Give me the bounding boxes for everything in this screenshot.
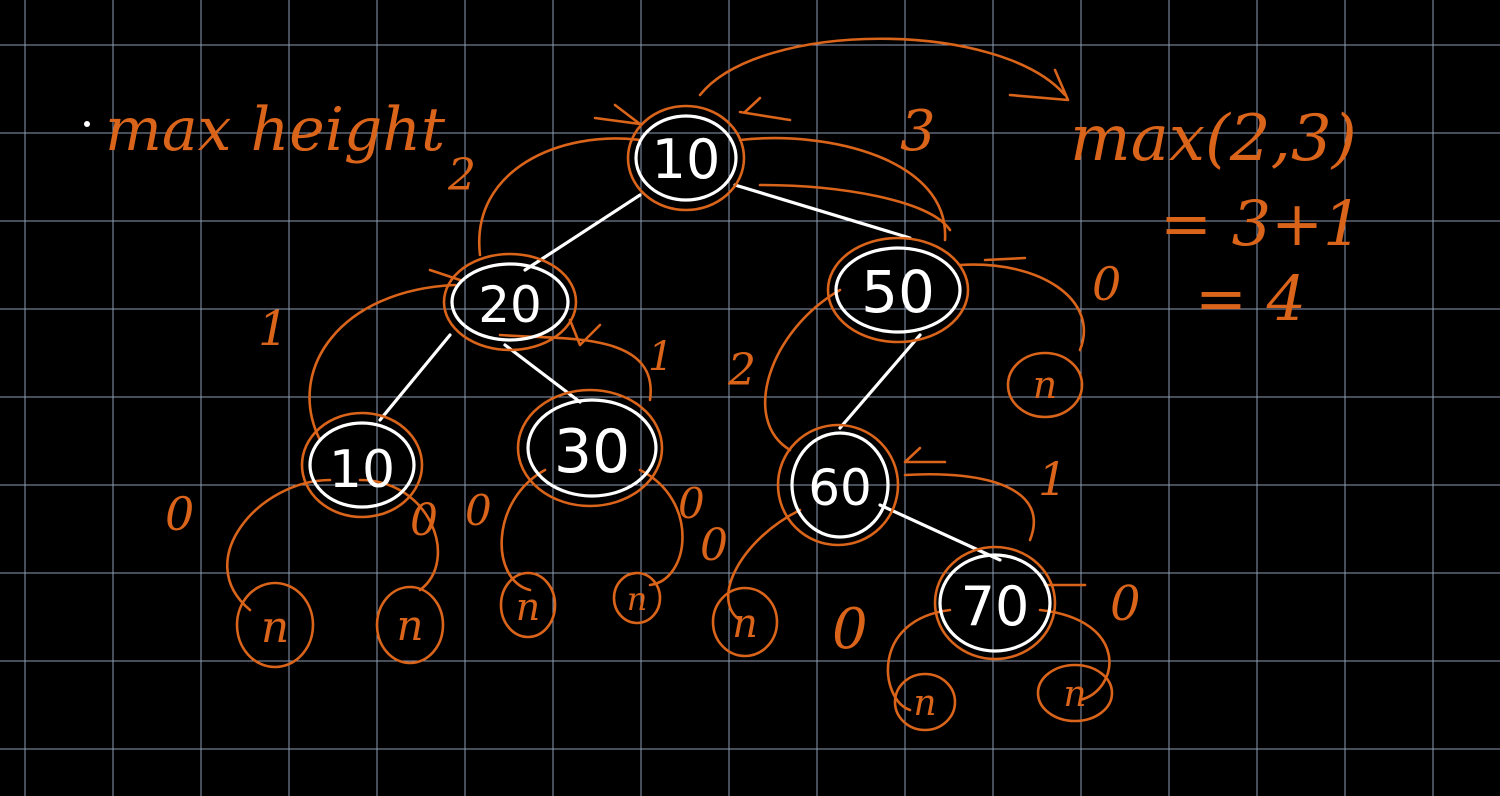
arrow-20-right bbox=[498, 333, 652, 402]
arrow-root-to-result bbox=[698, 37, 1067, 97]
loop-10-left bbox=[226, 478, 332, 612]
height-70-left: 0 bbox=[832, 597, 868, 662]
node-20-label: 20 bbox=[478, 276, 542, 334]
tree-edges bbox=[378, 183, 1002, 562]
null-circle-50-right bbox=[1006, 351, 1084, 419]
arrowhead-60-in bbox=[903, 446, 947, 464]
ring-root bbox=[626, 104, 746, 212]
node-root-circle bbox=[634, 114, 738, 202]
title-max-height: max height bbox=[105, 95, 446, 165]
edge-10-50 bbox=[733, 183, 912, 240]
arrowhead-result bbox=[1008, 68, 1070, 102]
arrow-50-right bbox=[958, 263, 1086, 352]
null-label: n bbox=[396, 601, 423, 650]
ring-60 bbox=[776, 423, 900, 547]
height-10-left: 0 bbox=[165, 487, 194, 541]
height-20-right: 1 bbox=[648, 334, 673, 380]
null-circle-30-right bbox=[612, 571, 662, 625]
bullet-dot bbox=[84, 121, 90, 127]
height-50-left: 2 bbox=[727, 345, 756, 396]
tree-nodes bbox=[308, 114, 1052, 653]
recursion-arrows bbox=[226, 37, 1111, 712]
ring-20 bbox=[442, 252, 578, 352]
edge-10-20 bbox=[523, 193, 642, 272]
null-circle-70-left bbox=[893, 672, 957, 732]
null-label: n bbox=[1033, 363, 1057, 407]
null-circle-10-left bbox=[235, 581, 315, 669]
node-30-label: 30 bbox=[554, 417, 630, 487]
arrowhead-20-in bbox=[428, 268, 462, 282]
edge-20-10 bbox=[378, 333, 452, 422]
null-label: n bbox=[261, 602, 289, 653]
arrow-50-left bbox=[764, 288, 842, 452]
return-right bbox=[758, 183, 952, 232]
height-30-left: 0 bbox=[465, 486, 492, 535]
loop-10-right bbox=[358, 478, 440, 592]
node-root-label: 10 bbox=[652, 128, 721, 191]
height-70-right: 0 bbox=[1110, 576, 1141, 632]
arrowhead-root-in-left bbox=[593, 103, 642, 126]
node-70-circle bbox=[938, 553, 1052, 653]
ring-10-leaf bbox=[300, 411, 424, 519]
height-30-right: 0 bbox=[678, 479, 705, 528]
node-60-circle bbox=[790, 431, 890, 539]
height-50-right: 0 bbox=[1092, 257, 1121, 311]
node-30-circle bbox=[526, 398, 658, 498]
edge-60-70 bbox=[878, 503, 1002, 562]
handwritten-notes: max height max(2,3) = 3+1 = 4 bbox=[84, 95, 1363, 335]
height-10-right: 0 bbox=[410, 495, 438, 546]
null-label: n bbox=[732, 601, 758, 647]
node-10-leaf-label: 10 bbox=[329, 440, 395, 500]
height-annotations: 2 3 1 1 2 0 0 1 0 0 0 0 0 0 bbox=[165, 99, 1141, 662]
node-50-label: 50 bbox=[861, 258, 935, 326]
height-60-left: 0 bbox=[700, 520, 728, 571]
node-outer-rings bbox=[300, 104, 1057, 661]
null-label: n bbox=[627, 580, 648, 618]
null-label: n bbox=[1063, 674, 1086, 715]
node-50-circle bbox=[834, 246, 962, 334]
arrowhead-20-return bbox=[568, 318, 602, 347]
loop-70-left bbox=[886, 608, 952, 712]
ring-70 bbox=[933, 545, 1057, 661]
node-60-label: 60 bbox=[808, 459, 872, 517]
node-70-label: 70 bbox=[961, 575, 1030, 638]
null-circle-10-right bbox=[375, 585, 445, 665]
null-circle-60-left bbox=[711, 586, 779, 658]
null-circle-70-right bbox=[1036, 663, 1114, 723]
node-10-leaf-circle bbox=[308, 421, 416, 509]
loop-60-left bbox=[726, 508, 802, 622]
height-60-right: 1 bbox=[1038, 452, 1067, 506]
ring-30 bbox=[516, 388, 664, 508]
null-circle-30-left bbox=[499, 571, 557, 639]
formula-line-2: = 3+1 bbox=[1160, 187, 1363, 260]
arrow-root-left bbox=[477, 137, 642, 257]
null-label: n bbox=[913, 683, 936, 724]
formula-line-1: max(2,3) bbox=[1070, 102, 1357, 176]
arrow-60-right bbox=[903, 473, 1036, 542]
edge-50-60 bbox=[838, 333, 922, 430]
height-root-left: 2 bbox=[447, 150, 476, 201]
height-root-right: 3 bbox=[900, 99, 936, 164]
arrowhead-50-in bbox=[983, 256, 1027, 262]
null-labels: n n n n n n n n bbox=[261, 363, 1087, 724]
null-label: n bbox=[516, 585, 540, 629]
loop-70-right bbox=[1038, 608, 1111, 702]
formula-line-3: = 4 bbox=[1195, 262, 1306, 335]
ring-50 bbox=[826, 236, 970, 344]
loop-30-right bbox=[638, 468, 684, 587]
loop-30-left bbox=[500, 468, 547, 592]
arrow-20-left bbox=[308, 283, 457, 442]
null-circles bbox=[235, 351, 1114, 732]
height-20-left: 1 bbox=[258, 301, 289, 357]
node-labels: 10 20 50 10 30 60 70 bbox=[329, 128, 1029, 638]
arrowhead-root-in-right bbox=[738, 96, 792, 122]
arrow-root-right bbox=[738, 136, 947, 242]
node-20-circle bbox=[450, 262, 570, 342]
